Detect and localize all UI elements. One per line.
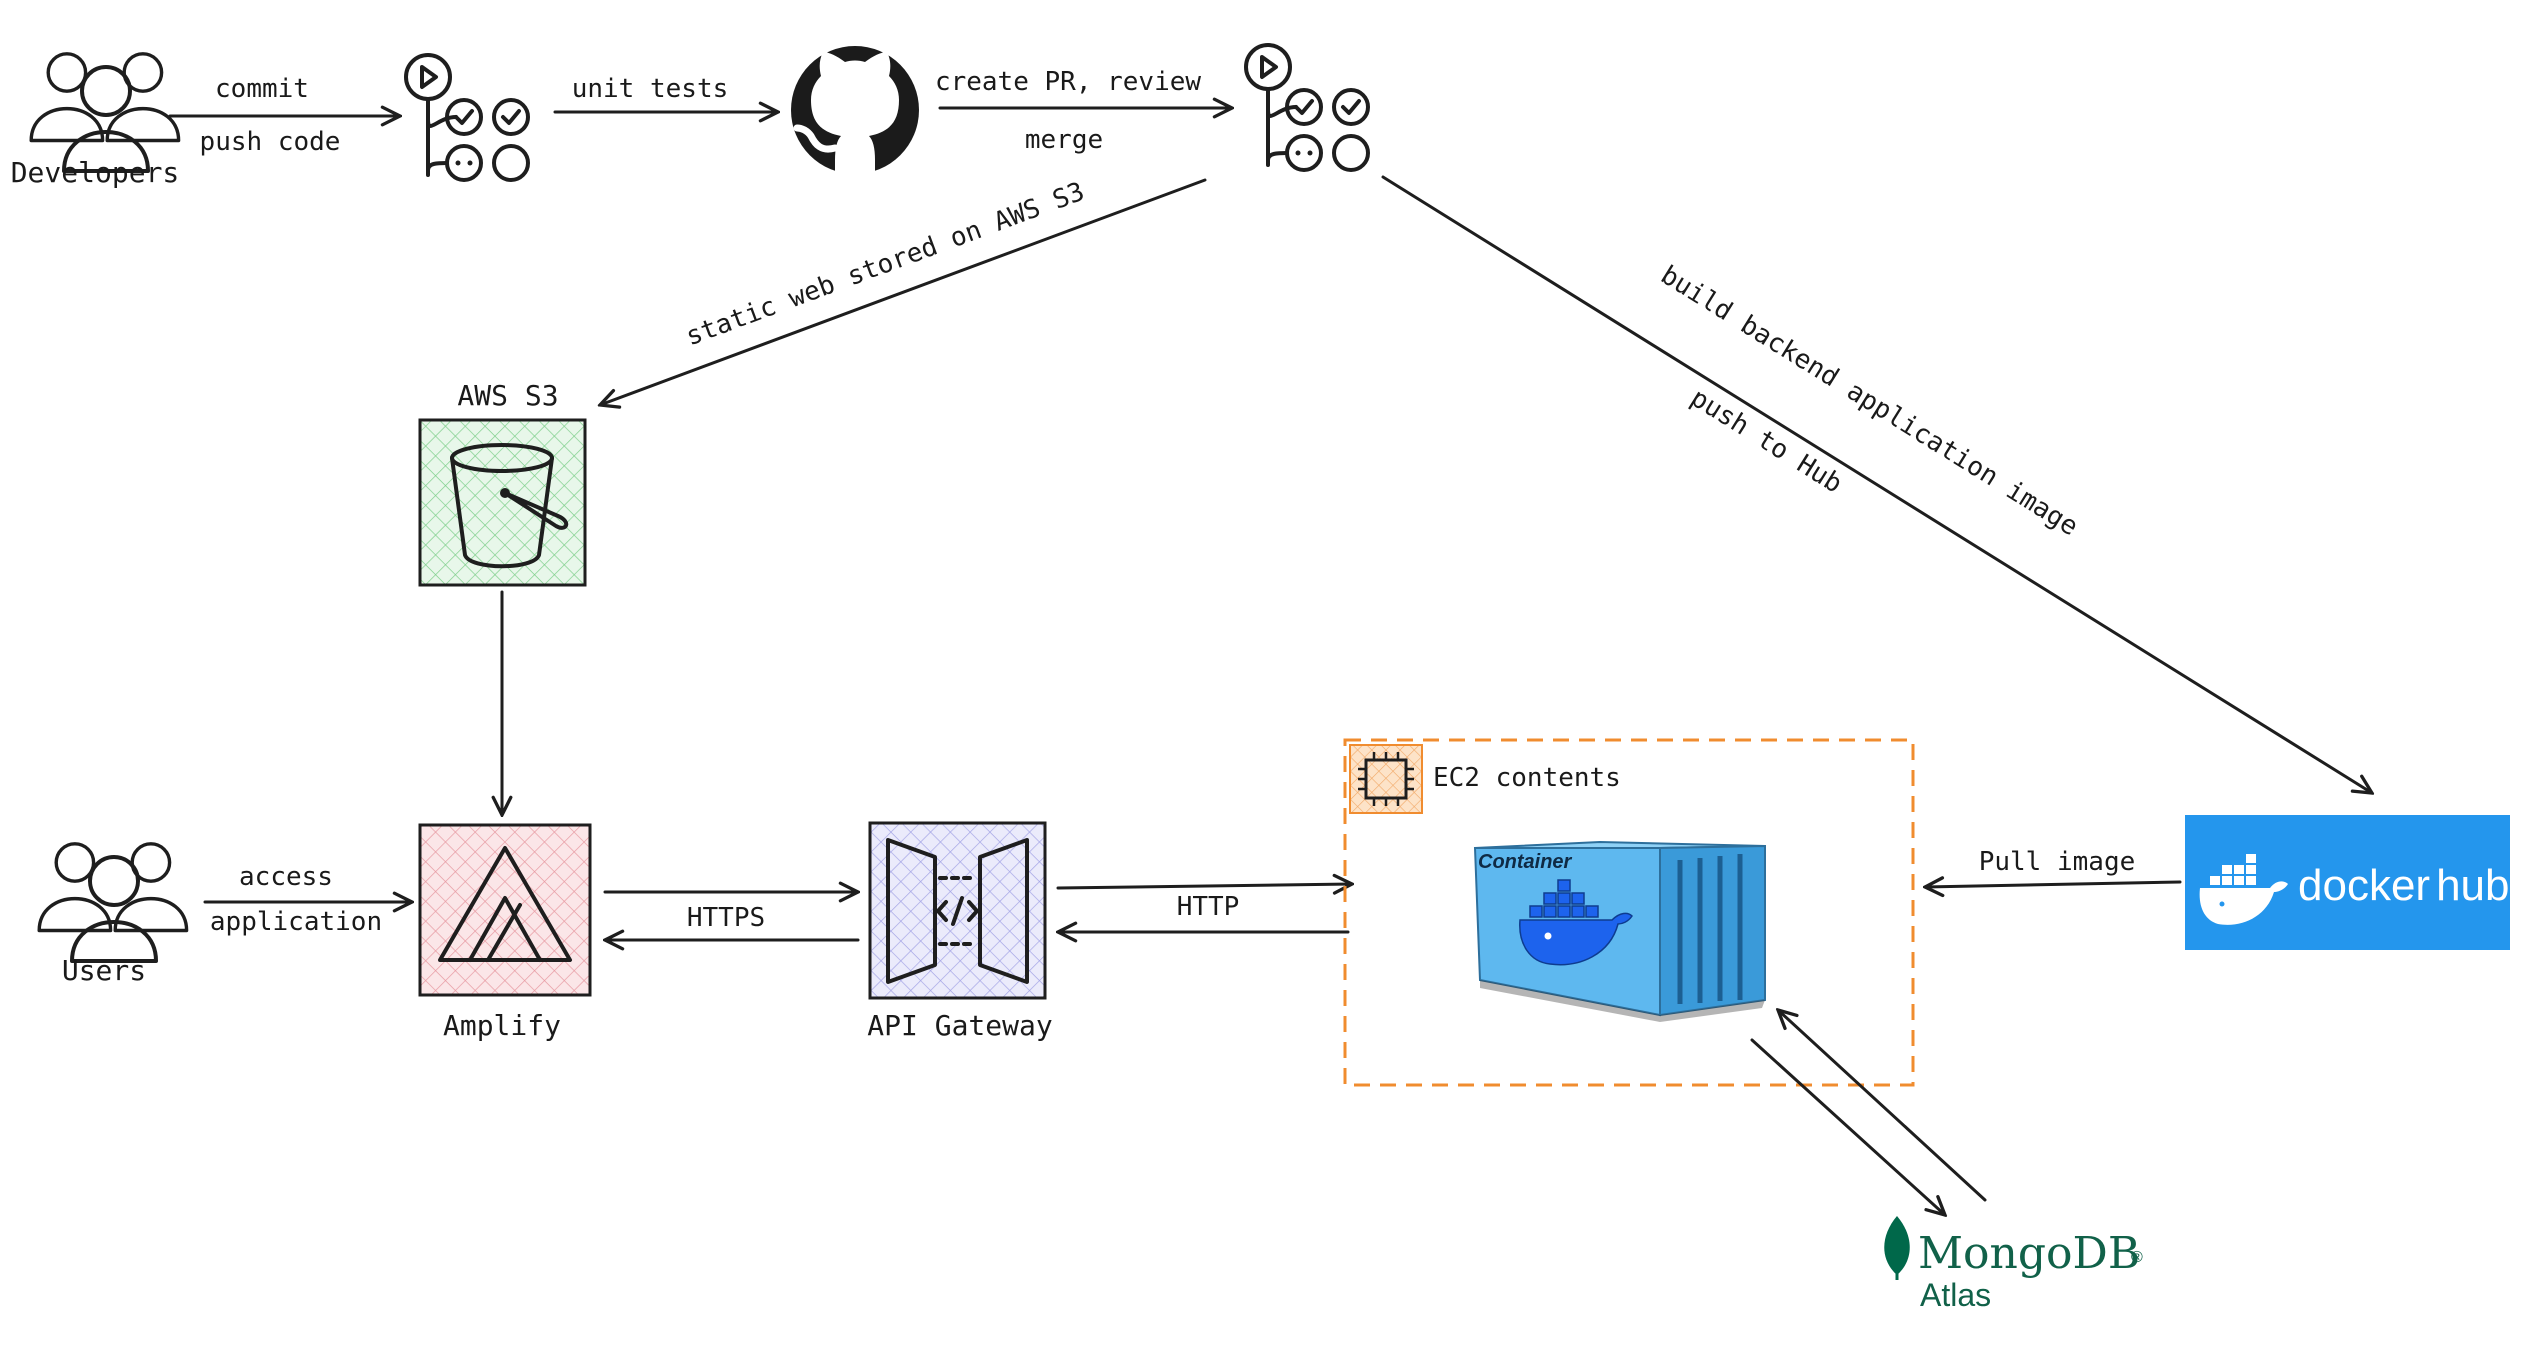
ec2-label: EC2 contents — [1433, 763, 1621, 793]
mongodb-sublabel: Atlas — [1920, 1277, 1991, 1313]
ec2-node: EC2 contents Co — [1343, 738, 1915, 1087]
mongodb-leaf-icon — [1884, 1216, 1910, 1280]
aws-s3-label: AWS S3 — [457, 379, 558, 412]
edge-label: push to Hub — [1685, 383, 1847, 499]
container-icon: Container — [1473, 840, 1766, 1022]
edge-label: HTTP — [1177, 892, 1240, 922]
mongodb-node: MongoDB ® Atlas — [1884, 1216, 2143, 1313]
ec2-chip-icon — [1349, 744, 1423, 814]
people-group-icon — [29, 52, 181, 173]
container-label: Container — [1478, 851, 1573, 873]
edge-actions-to-dockerhub: build backend application image push to … — [1381, 175, 2372, 793]
edge-dev-to-actions: commit push code — [168, 74, 400, 157]
users-label: Users — [62, 954, 146, 987]
edge-dockerhub-to-ec2: Pull image — [1925, 847, 2182, 887]
edge-amplify-api: HTTPS — [605, 892, 858, 940]
edge-github-to-actions: create PR, review merge — [935, 67, 1232, 155]
api-gateway-icon — [886, 838, 1029, 984]
edge-label: unit tests — [572, 74, 729, 104]
developers-label: Developers — [11, 156, 180, 189]
github-icon — [791, 46, 919, 174]
edge-label: access — [239, 862, 333, 892]
github-actions-icon — [1244, 43, 1370, 172]
amplify-icon — [438, 846, 572, 962]
edge-label: static web stored on AWS S3 — [682, 177, 1089, 352]
amplify-label: Amplify — [443, 1009, 561, 1042]
edge-label: HTTPS — [687, 903, 765, 933]
users-node: Users — [37, 842, 189, 987]
edge-label: application — [210, 907, 382, 937]
bucket-icon — [450, 443, 569, 569]
edge-ec2-mongodb — [1750, 1010, 1987, 1215]
api-gateway-node: API Gateway — [867, 821, 1053, 1042]
edge-label: create PR, review — [935, 67, 1201, 97]
edge-label: merge — [1025, 125, 1103, 155]
aws-s3-node: AWS S3 — [418, 379, 587, 587]
mongodb-label: MongoDB — [1918, 1228, 2140, 1279]
registered-mark: ® — [2131, 1249, 2143, 1266]
edge-label: Pull image — [1979, 847, 2136, 877]
edge-actions-to-s3: static web stored on AWS S3 — [600, 177, 1207, 405]
edge-api-ec2: HTTP — [1058, 884, 1352, 932]
docker-whale-icon — [2199, 854, 2288, 925]
developers-node: Developers — [11, 52, 181, 189]
edge-label: commit — [215, 74, 309, 104]
edge-label: push code — [200, 127, 341, 157]
edge-users-to-amplify: access application — [203, 862, 412, 937]
amplify-node: Amplify — [418, 823, 592, 1042]
api-gateway-label: API Gateway — [867, 1009, 1052, 1042]
edge-actions-to-github: unit tests — [553, 74, 778, 112]
people-group-icon — [37, 842, 189, 963]
github-actions-icon — [404, 53, 530, 182]
